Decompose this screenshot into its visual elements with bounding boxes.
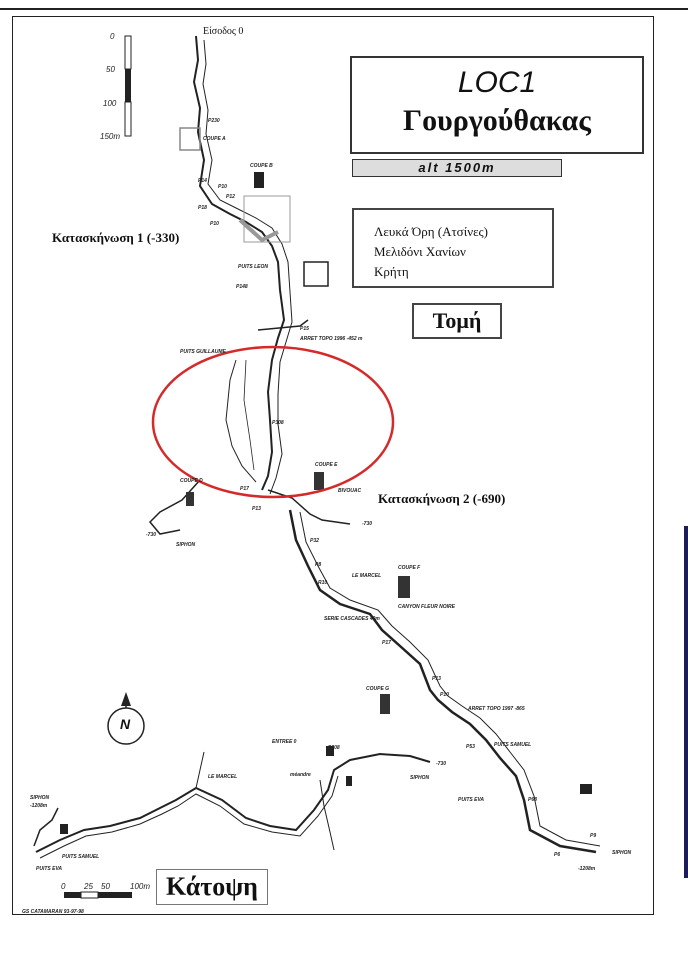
cave-label-canyon: CANYON FLEUR NOIRE — [398, 604, 455, 610]
cave-label-p10c: P10 — [440, 692, 449, 698]
cave-label-coupe-d: COUPE D — [180, 478, 203, 484]
cave-label-puits-leon: PUITS LEON — [238, 264, 269, 270]
plan-scale-bar — [64, 891, 132, 899]
cave-label-arret-1996: ARRET TOPO 1996 -452 m — [300, 336, 363, 342]
cave-label-puits-eva: PUITS EVA — [458, 797, 485, 803]
cave-label-p68: P68 — [528, 797, 537, 803]
section-label: Τομή — [412, 303, 502, 339]
cave-label-p6: P6 — [554, 852, 561, 858]
location-line-2: Μελιδόνι Χανίων — [374, 244, 466, 259]
plan-scale-tick-2: 50 — [101, 882, 110, 891]
cave-label-p148: P148 — [236, 284, 248, 290]
cave-label-m1208a: -1208m — [578, 866, 596, 872]
cave-label-p9: P9 — [590, 833, 597, 839]
cave-name: Γουργούθακας — [403, 104, 591, 137]
cave-label-m730c: -730 — [436, 761, 447, 767]
depth-scale-tick-1: 50 — [106, 65, 115, 74]
cave-label-siphon-d: SIPHON — [30, 795, 50, 801]
location-line-1: Λευκά Όρη (Ατσίνες) — [374, 224, 489, 239]
cave-label-p13a: P13 — [252, 506, 261, 512]
cave-label-puits-eva-plan: PUITS EVA — [36, 866, 63, 872]
cave-label-coupe-e: COUPE E — [315, 462, 338, 468]
cave-label-siphon-c: SIPHON — [410, 775, 430, 781]
cave-label-p18: P18 — [198, 205, 207, 211]
cave-label-p10a: P10 — [218, 184, 227, 190]
cave-label-le-marcel-plan: LE MARCEL — [208, 774, 238, 780]
location-box: Λευκά Όρη (Ατσίνες) Μελιδόνι Χανίων Κρήτ… — [352, 208, 554, 288]
cave-code: LOC1 — [457, 66, 537, 99]
cave-label-p15: P15 — [300, 326, 309, 332]
cave-label-siphon-b: SIPHON — [612, 850, 632, 856]
cave-label-coupe-a: COUPE A — [203, 136, 226, 142]
north-arrow-icon — [107, 692, 145, 745]
cave-label-p10b: P10 — [210, 221, 219, 227]
location-line-3: Κρήτη — [374, 264, 409, 279]
cave-label-r10: R10 — [318, 580, 328, 586]
plan-scale-tick-3: 100m — [130, 882, 151, 891]
cave-label-coupe-b: COUPE B — [250, 163, 273, 169]
cave-label-entree-0: ENTREE 0 — [272, 739, 297, 745]
cave-label-coupe-g: COUPE G — [366, 686, 390, 692]
entrance-label: Είσοδος 0 — [203, 26, 244, 37]
highlight-ellipse — [151, 345, 395, 499]
cave-label-p13b: P13 — [432, 676, 441, 682]
plan-view — [33, 746, 431, 859]
camp-1-label: Κατασκήνωση 1 (-330) — [52, 230, 180, 245]
cave-label-p8: P8 — [315, 562, 322, 568]
cave-label-p14: P14 — [198, 178, 207, 184]
page-edge-bar — [684, 526, 688, 878]
plan-scale-tick-0: 0 — [61, 882, 66, 891]
plan-label: Κάτοψη — [156, 869, 268, 905]
cave-label-puits-guillaume: PUITS GUILLAUME — [180, 349, 226, 355]
credit-label: GS CATAMARAN 93-97-98 — [22, 909, 84, 915]
cave-label-p308: P308 — [272, 420, 284, 426]
plan-scale-tick-1: 25 — [84, 882, 93, 891]
depth-scale-tick-3: 150m — [100, 132, 121, 141]
cave-label-p17: P17 — [240, 486, 249, 492]
cave-label-p230: P230 — [208, 118, 220, 124]
title-box: LOC1 Γουργούθακας — [350, 56, 644, 154]
cave-label-meandre: méandre — [290, 772, 311, 778]
top-rule — [0, 8, 688, 10]
camp-2-label: Κατασκήνωση 2 (-690) — [378, 491, 506, 506]
cave-label-puits-samuel-plan: PUITS SAMUEL — [62, 854, 100, 860]
cave-label-p53: P53 — [466, 744, 475, 750]
depth-scale-bar — [124, 35, 132, 137]
north-label: N — [120, 716, 131, 732]
cave-label-le-marcel: LE MARCEL — [352, 573, 382, 579]
altitude-label: alt 1500m — [352, 159, 562, 177]
section-profile — [148, 35, 601, 854]
cave-label-siphon-a: SIPHON — [176, 542, 196, 548]
cave-label-p17b: P17 — [382, 640, 391, 646]
cave-label-p32: P32 — [310, 538, 319, 544]
depth-scale-tick-0: 0 — [110, 32, 115, 41]
cave-label-serie-cascades: SERIE CASCADES 40m — [324, 616, 380, 622]
cave-label-coupe-f: COUPE F — [398, 565, 421, 571]
cave-label-m730a: -730 — [146, 532, 157, 538]
cave-label-arret-1997: ARRET TOPO 1997 -865 — [468, 706, 525, 712]
cave-label-p308b: P308 — [328, 745, 340, 751]
depth-scale-tick-2: 100 — [103, 99, 117, 108]
cave-label-p12: P12 — [226, 194, 235, 200]
cave-label-m730b: -730 — [362, 521, 373, 527]
cave-label-m1208b: -1208m — [30, 803, 48, 809]
cave-label-bivouac: BIVOUAC — [338, 488, 362, 494]
cave-label-puits-samuel: PUITS SAMUEL — [494, 742, 532, 748]
